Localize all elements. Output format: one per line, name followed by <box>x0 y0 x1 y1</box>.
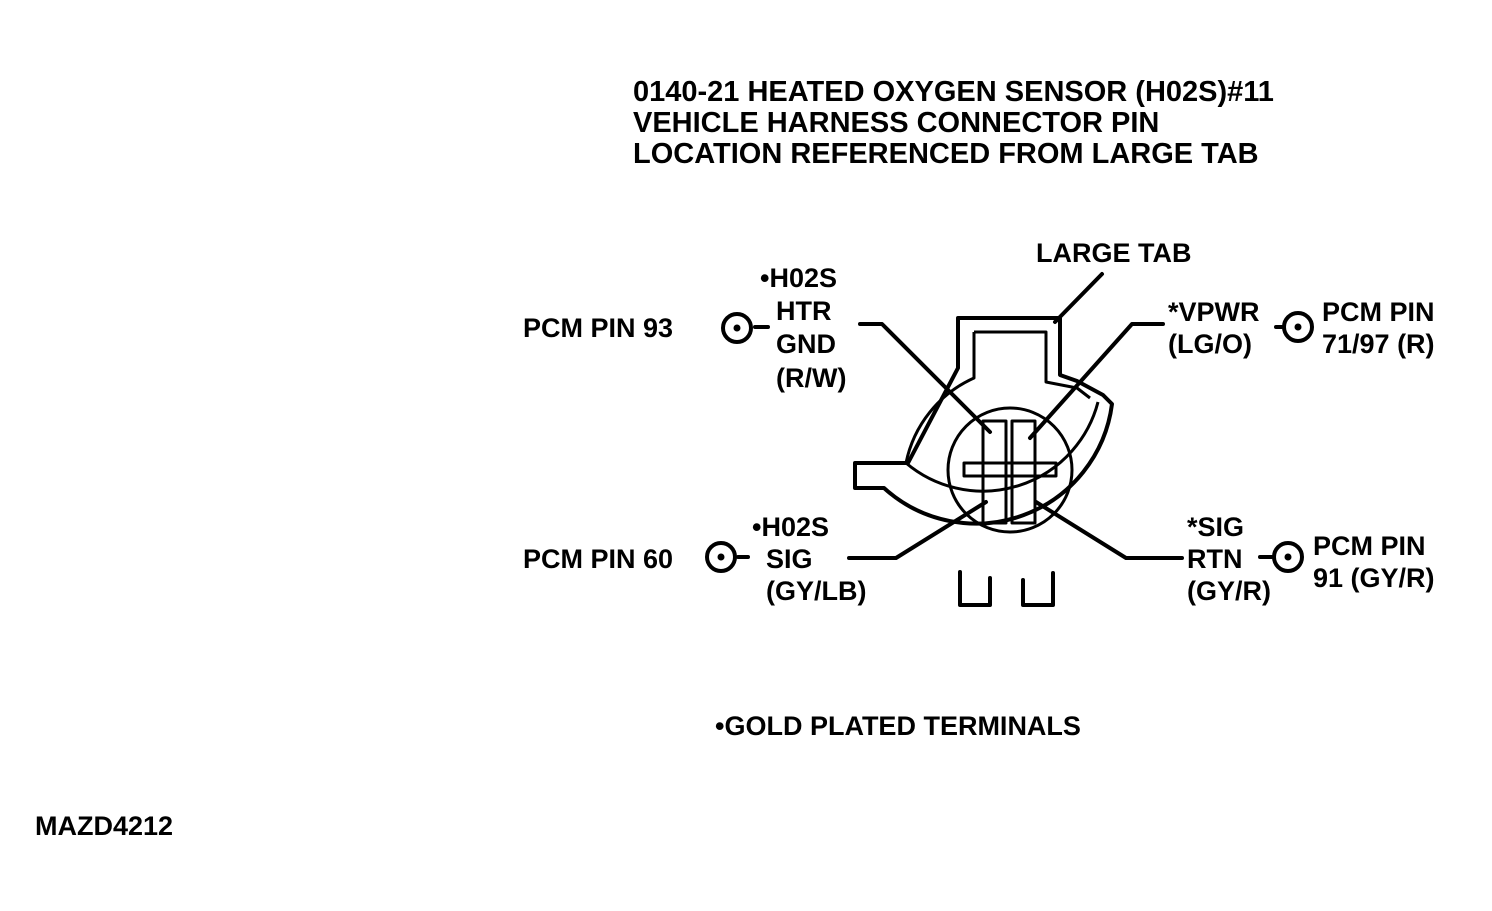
connector-center-socket <box>946 406 1074 534</box>
large-tab-leader <box>1053 272 1104 324</box>
vpwr-leader <box>1028 322 1165 440</box>
pin-marker-pcm-71-97 <box>1282 311 1314 343</box>
h02s-sig-line-3: (GY/LB) <box>766 576 867 606</box>
title-line-2: VEHICLE HARNESS CONNECTOR PIN <box>633 107 1159 139</box>
figure-id: MAZD4212 <box>35 811 173 841</box>
connector-body <box>853 316 1114 607</box>
large-tab-label: LARGE TAB <box>1036 238 1192 268</box>
pcm-pin-91-line-1: PCM PIN <box>1313 531 1426 561</box>
pin-callout-bottom-right: *SIG RTN (GY/R) PCM PIN 91 (GY/R) <box>1034 500 1435 606</box>
pin-marker-pcm-60 <box>705 541 737 573</box>
pin-callout-top-right: *VPWR (LG/O) PCM PIN 71/97 (R) <box>1028 297 1435 440</box>
connector-rim-inner <box>904 332 976 464</box>
h02s-htr-leader <box>858 322 992 434</box>
h02s-htr-line-3: GND <box>776 329 836 359</box>
h02s-htr-line-1: •H02S <box>760 263 837 293</box>
pin-marker-pcm-91 <box>1272 541 1304 573</box>
pcm-pin-60-label: PCM PIN 60 <box>523 544 673 574</box>
pcm-pin-71-97-line-2: 71/97 (R) <box>1322 329 1435 359</box>
sig-rtn-line-2: RTN <box>1187 544 1243 574</box>
terminal-crossbar <box>962 461 1058 478</box>
sig-rtn-leader <box>1034 500 1184 560</box>
connector-inner-ring <box>905 401 1100 493</box>
vpwr-line-1: *VPWR <box>1168 297 1260 327</box>
h02s-sig-line-2: SIG <box>766 544 813 574</box>
pin-callout-top-left: PCM PIN 93 •H02S HTR GND (R/W) <box>523 263 992 434</box>
pcm-pin-91-line-2: 91 (GY/R) <box>1313 563 1435 593</box>
connector-foot-left <box>958 570 992 607</box>
terminal-left <box>981 419 1008 525</box>
diagram-title: 0140-21 HEATED OXYGEN SENSOR (H02S)#11 V… <box>633 76 1274 170</box>
connector-foot-right <box>1021 571 1055 607</box>
sig-rtn-line-1: *SIG <box>1187 512 1244 542</box>
gold-plated-footnote: •GOLD PLATED TERMINALS <box>715 711 1081 741</box>
title-line-1: 0140-21 HEATED OXYGEN SENSOR (H02S)#11 <box>633 76 1274 108</box>
title-line-3: LOCATION REFERENCED FROM LARGE TAB <box>633 138 1259 170</box>
pin-callout-bottom-left: PCM PIN 60 •H02S SIG (GY/LB) <box>523 500 988 606</box>
vpwr-line-2: (LG/O) <box>1168 329 1252 359</box>
h02s-htr-line-2: HTR <box>776 296 832 326</box>
h02s-sig-line-1: •H02S <box>752 512 829 542</box>
connector-tab-inner <box>974 330 1091 400</box>
pin-marker-pcm-93 <box>721 312 753 344</box>
h02s-htr-line-4: (R/W) <box>776 363 846 393</box>
pcm-pin-71-97-line-1: PCM PIN <box>1322 297 1435 327</box>
h02s-sig-leader <box>847 500 988 560</box>
terminal-right <box>1010 419 1037 525</box>
large-tab-callout: LARGE TAB <box>1036 238 1192 324</box>
pcm-pin-93-label: PCM PIN 93 <box>523 313 673 343</box>
sig-rtn-line-3: (GY/R) <box>1187 576 1271 606</box>
